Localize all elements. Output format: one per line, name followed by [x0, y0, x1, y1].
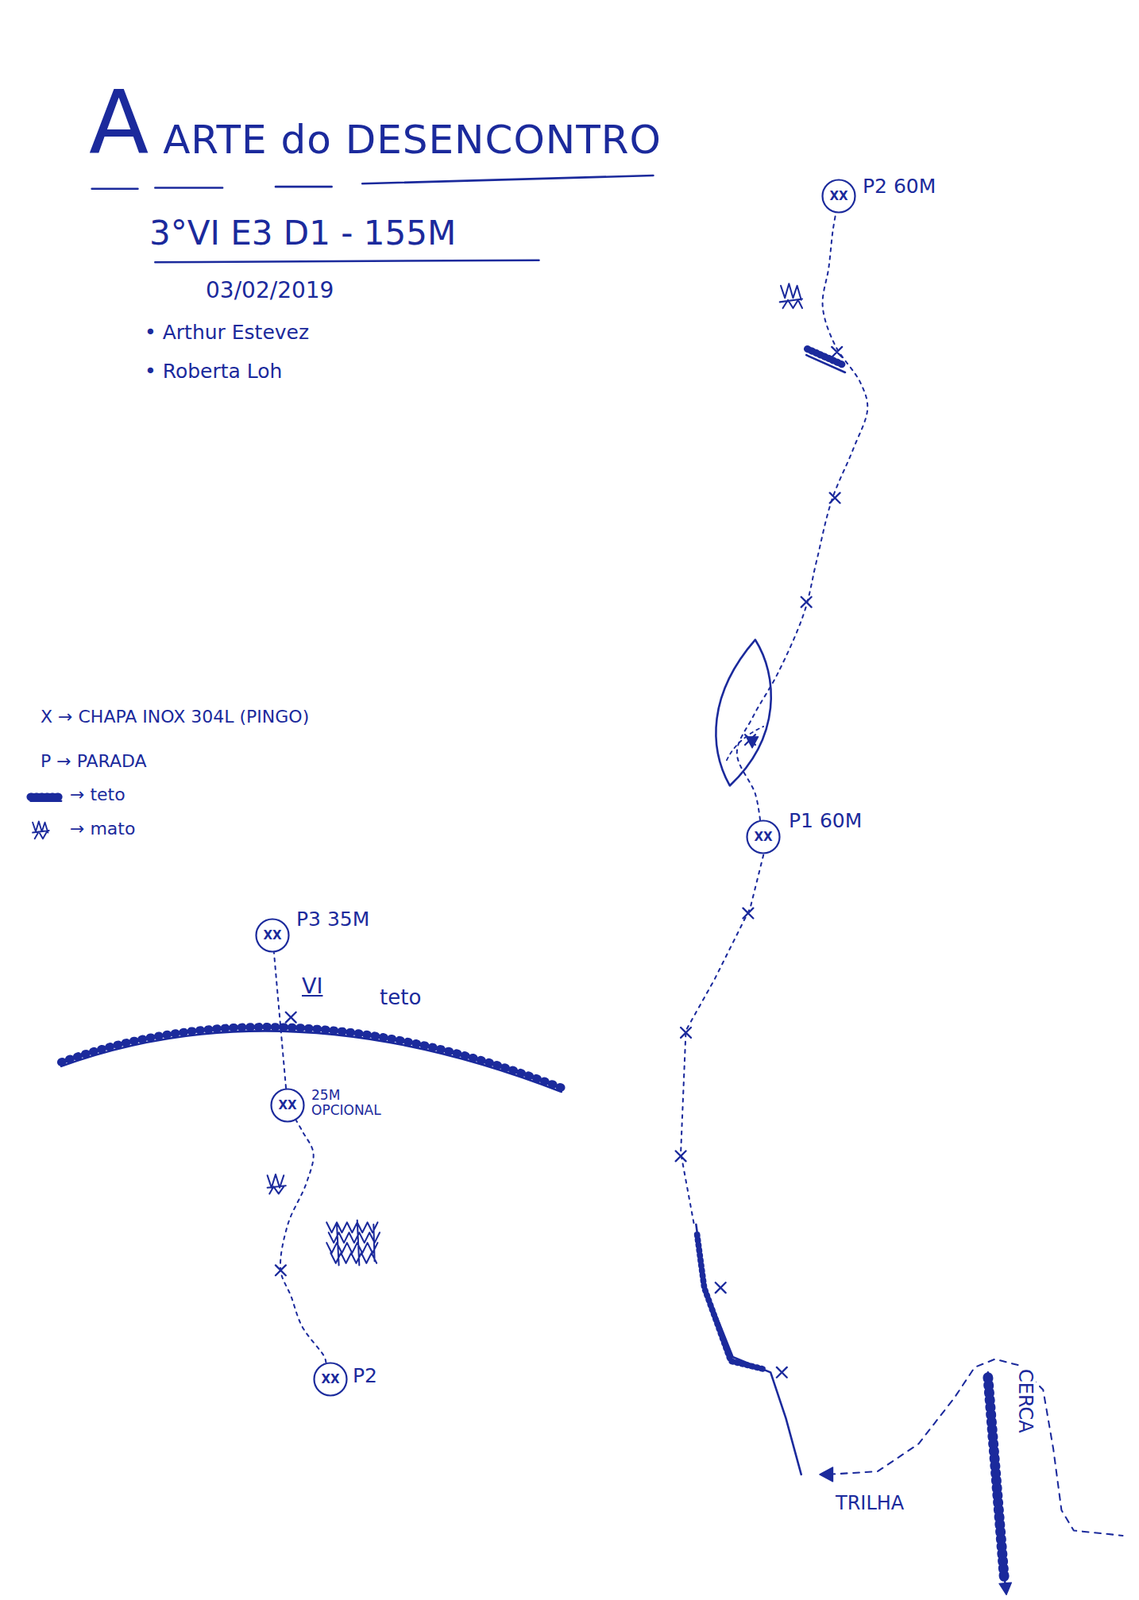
grade-label: VI: [300, 973, 325, 999]
dihedral-line: [695, 1224, 801, 1475]
station-circle-outline: [822, 180, 856, 213]
trail-label: TRILHA: [833, 1493, 906, 1516]
belay-station: XXP2 60M: [821, 178, 857, 214]
station-core: XX: [270, 1088, 306, 1124]
belay-station: XX25M OPCIONAL: [270, 1088, 306, 1124]
dihedral-hatch: [697, 1235, 765, 1371]
legend-entry: → teto: [69, 784, 126, 805]
climber-name: • Roberta Loh: [142, 360, 284, 384]
legend-roof-symbol: [30, 792, 62, 801]
anchor-marks: XX: [262, 928, 282, 943]
roof-hatch: [61, 1027, 562, 1089]
legend-text: → mato: [69, 818, 136, 839]
legend-text: X → CHAPA INOX 304L (PINGO): [40, 706, 309, 727]
legend-entry: → mato: [69, 818, 136, 839]
station-label: P3 35M: [294, 908, 371, 931]
vegetation-mark: [779, 283, 803, 309]
fence-line: [988, 1372, 1006, 1587]
station-core: XX: [254, 918, 290, 954]
station-circle-outline: [314, 1363, 348, 1397]
station-core: XX: [745, 819, 781, 855]
belay-station: XXP2: [312, 1362, 348, 1398]
anchor-marks: XX: [320, 1372, 340, 1387]
fence-arrowhead: [999, 1583, 1012, 1595]
station-label: P1 60M: [787, 810, 864, 833]
legend-entry: X → CHAPA INOX 304L (PINGO): [40, 706, 309, 727]
grade-underline: [154, 260, 539, 263]
flake-outline: [715, 640, 771, 787]
route-title: A ARTE do DESENCONTRO: [88, 79, 662, 167]
feature-label: teto: [378, 986, 423, 1011]
date: 03/02/2019: [204, 277, 336, 304]
station-core: XX: [312, 1362, 348, 1398]
trail-arrowhead: [819, 1467, 834, 1483]
fence-hatch: [988, 1378, 1005, 1580]
grade-line: 3°VI E3 D1 - 155M: [147, 214, 458, 253]
route-line: [280, 1120, 326, 1363]
legend-text: → teto: [69, 784, 126, 805]
station-label: P2: [351, 1365, 379, 1388]
vegetation-mark: [267, 1174, 286, 1194]
anchor-marks: XX: [829, 189, 848, 204]
legend-text: P → PARADA: [40, 751, 147, 772]
station-circle-outline: [747, 821, 780, 854]
fence-label: CERCA: [1013, 1367, 1036, 1436]
station-core: XX: [821, 178, 857, 214]
vegetation-mark: [326, 1220, 380, 1267]
station-label: 25M OPCIONAL: [309, 1088, 402, 1118]
route-line: [274, 953, 286, 1089]
climber-name: • Arthur Estevez: [142, 321, 311, 345]
belay-station: XXP3 35M: [254, 918, 290, 954]
title-underline: [92, 175, 654, 190]
trail-dashed: [828, 1359, 1123, 1537]
station-circle-outline: [271, 1089, 305, 1123]
legend-vegetation-symbol: [32, 821, 50, 839]
station-circle-outline: [256, 919, 290, 953]
anchor-marks: XX: [753, 830, 773, 845]
belay-station: XXP1 60M: [745, 819, 781, 855]
legend-entry: P → PARADA: [40, 751, 147, 772]
route-line: [737, 213, 869, 821]
station-label: P2 60M: [861, 175, 938, 198]
bolt-marks: [275, 347, 842, 1379]
anchor-marks: XX: [277, 1098, 297, 1113]
